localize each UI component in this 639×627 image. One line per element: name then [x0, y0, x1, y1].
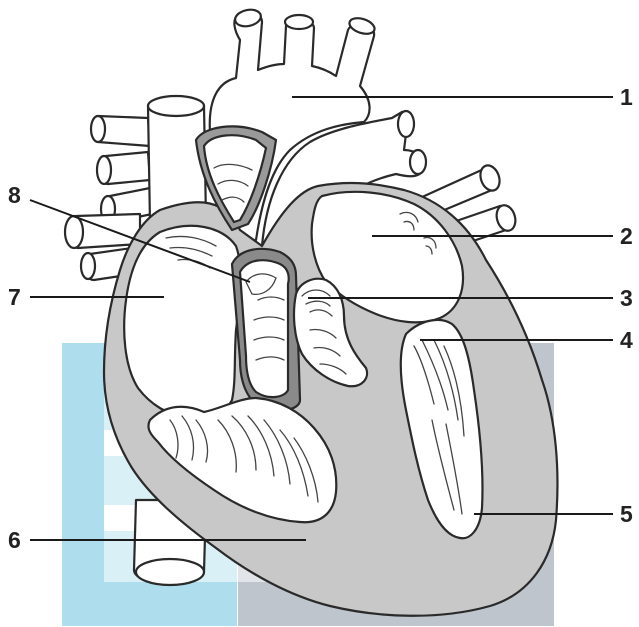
label-6: 6	[8, 527, 21, 553]
label-7: 7	[8, 284, 21, 310]
label-5: 5	[620, 501, 633, 527]
label-8: 8	[8, 182, 21, 208]
label-3: 3	[620, 285, 633, 311]
label-4: 4	[620, 327, 633, 353]
label-2: 2	[620, 223, 633, 249]
right-atrium	[124, 226, 240, 418]
label-1: 1	[620, 84, 633, 110]
